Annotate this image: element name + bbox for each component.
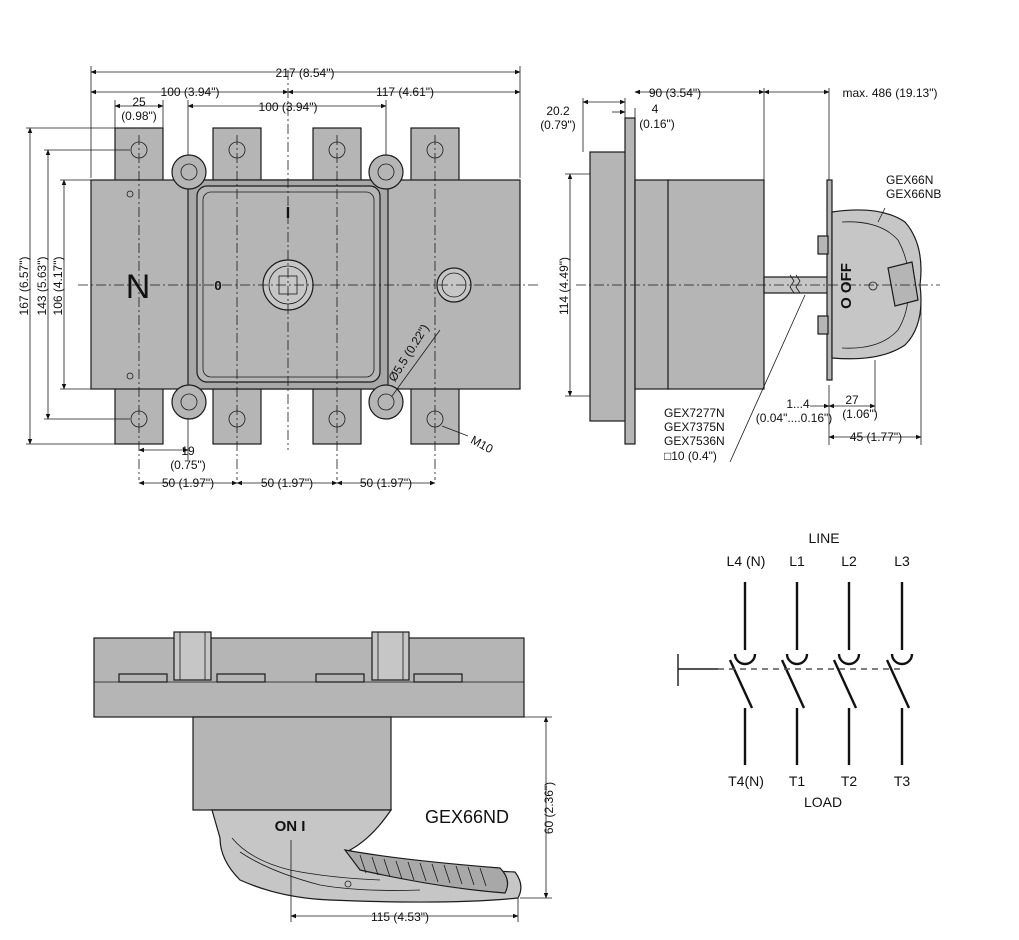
load-terminal-3: T3 [894,773,911,789]
top-terminals [114,127,460,183]
side-body-rear [667,179,765,390]
dim-plate-in: (0.79") [540,118,576,132]
dim-panel: 1...4 [786,397,810,411]
shaft-collar [262,259,314,311]
dim-pitch-3: 50 (1.97") [360,476,412,490]
dim-max-depth: max. 486 (19.13") [843,86,938,100]
dim-handle-total: 45 (1.77") [850,430,902,444]
dim-height-total: 167 (6.57") [17,257,31,316]
line-terminal-2: L2 [841,553,857,569]
direct-view: ON I GEX66ND 60 (2.36") 115 (4.53") [93,631,556,924]
load-terminal-1: T1 [789,773,806,789]
side-view: O OFF 20.2 (0.79") 4 [540,86,941,463]
dim-depth: 90 (3.54") [649,86,701,100]
dim-terminal-width-in: (0.98") [121,109,157,123]
mounting-bosses [171,154,404,420]
shaft-model-1: GEX7277N [664,406,725,420]
dim-height-terminals: 143 (5.63") [35,257,49,316]
load-terminal-n: T4(N) [728,773,764,789]
front-dimensions [26,66,521,486]
handle-model-1: GEX66N [886,173,933,187]
dim-direct-width: 115 (4.53") [371,910,429,924]
shaft-model-3: GEX7536N [664,434,725,448]
dim-height-body: 106 (4.17") [51,257,65,316]
side-base-plate [589,151,627,422]
shaft-size: □10 (0.4") [664,449,717,463]
line-label: LINE [808,530,839,546]
door-panel [826,179,833,381]
dim-panel-in: (0.04"....0.16") [756,411,833,425]
pole-3 [885,582,914,765]
side-dimensions [565,88,922,463]
bottom-terminals [114,387,460,445]
shaft-model-2: GEX7375N [664,420,725,434]
off-mark: 0 [214,278,221,293]
handle-model-2: GEX66NB [886,187,941,201]
pole-n [728,582,757,765]
dim-thickness-in: (0.16") [639,117,675,131]
dim-center-span: 100 (3.94") [259,100,318,114]
pole-2 [832,582,861,765]
dim-handle-depth-in: (1.06") [842,407,878,421]
side-handle-label: O OFF [838,263,855,309]
dim-pitch-1: 50 (1.97") [162,476,214,490]
dim-thickness: 4 [652,102,659,116]
dim-direct-height: 60 (2.36") [542,782,556,834]
neutral-mark: N [126,268,151,306]
dim-plate: 20.2 [546,104,570,118]
handle-grip [887,261,919,307]
dim-hole-offset: 19 [181,444,195,458]
dim-overall-width: 217 (8.54") [276,66,335,80]
direct-model: GEX66ND [425,807,509,827]
dim-center-to-right: 117 (4.61") [376,85,434,99]
dim-handle-depth: 27 [845,393,859,407]
line-terminal-1: L1 [789,553,805,569]
on-mark: I [286,205,290,222]
line-terminal-3: L3 [894,553,910,569]
load-terminal-2: T2 [841,773,858,789]
dim-side-height: 114 (4.49") [557,257,571,315]
direct-handle-label: ON I [275,818,306,835]
dim-pitch-2: 50 (1.97") [261,476,313,490]
dim-left-to-center: 100 (3.94") [161,85,220,99]
front-view: N I 0 [17,66,540,490]
side-body-front [634,179,670,390]
dim-hole-offset-in: (0.75") [170,458,206,472]
direct-mechanism [192,716,392,811]
dim-bolt: M10 [468,433,495,456]
dim-terminal-width: 25 [132,95,146,109]
side-mount-plate [624,117,636,445]
pole-1 [780,582,809,765]
load-label: LOAD [804,794,842,810]
schematic: LINE L4 (N) L1 L2 L3 [677,530,914,810]
line-terminal-n: L4 (N) [727,553,766,569]
